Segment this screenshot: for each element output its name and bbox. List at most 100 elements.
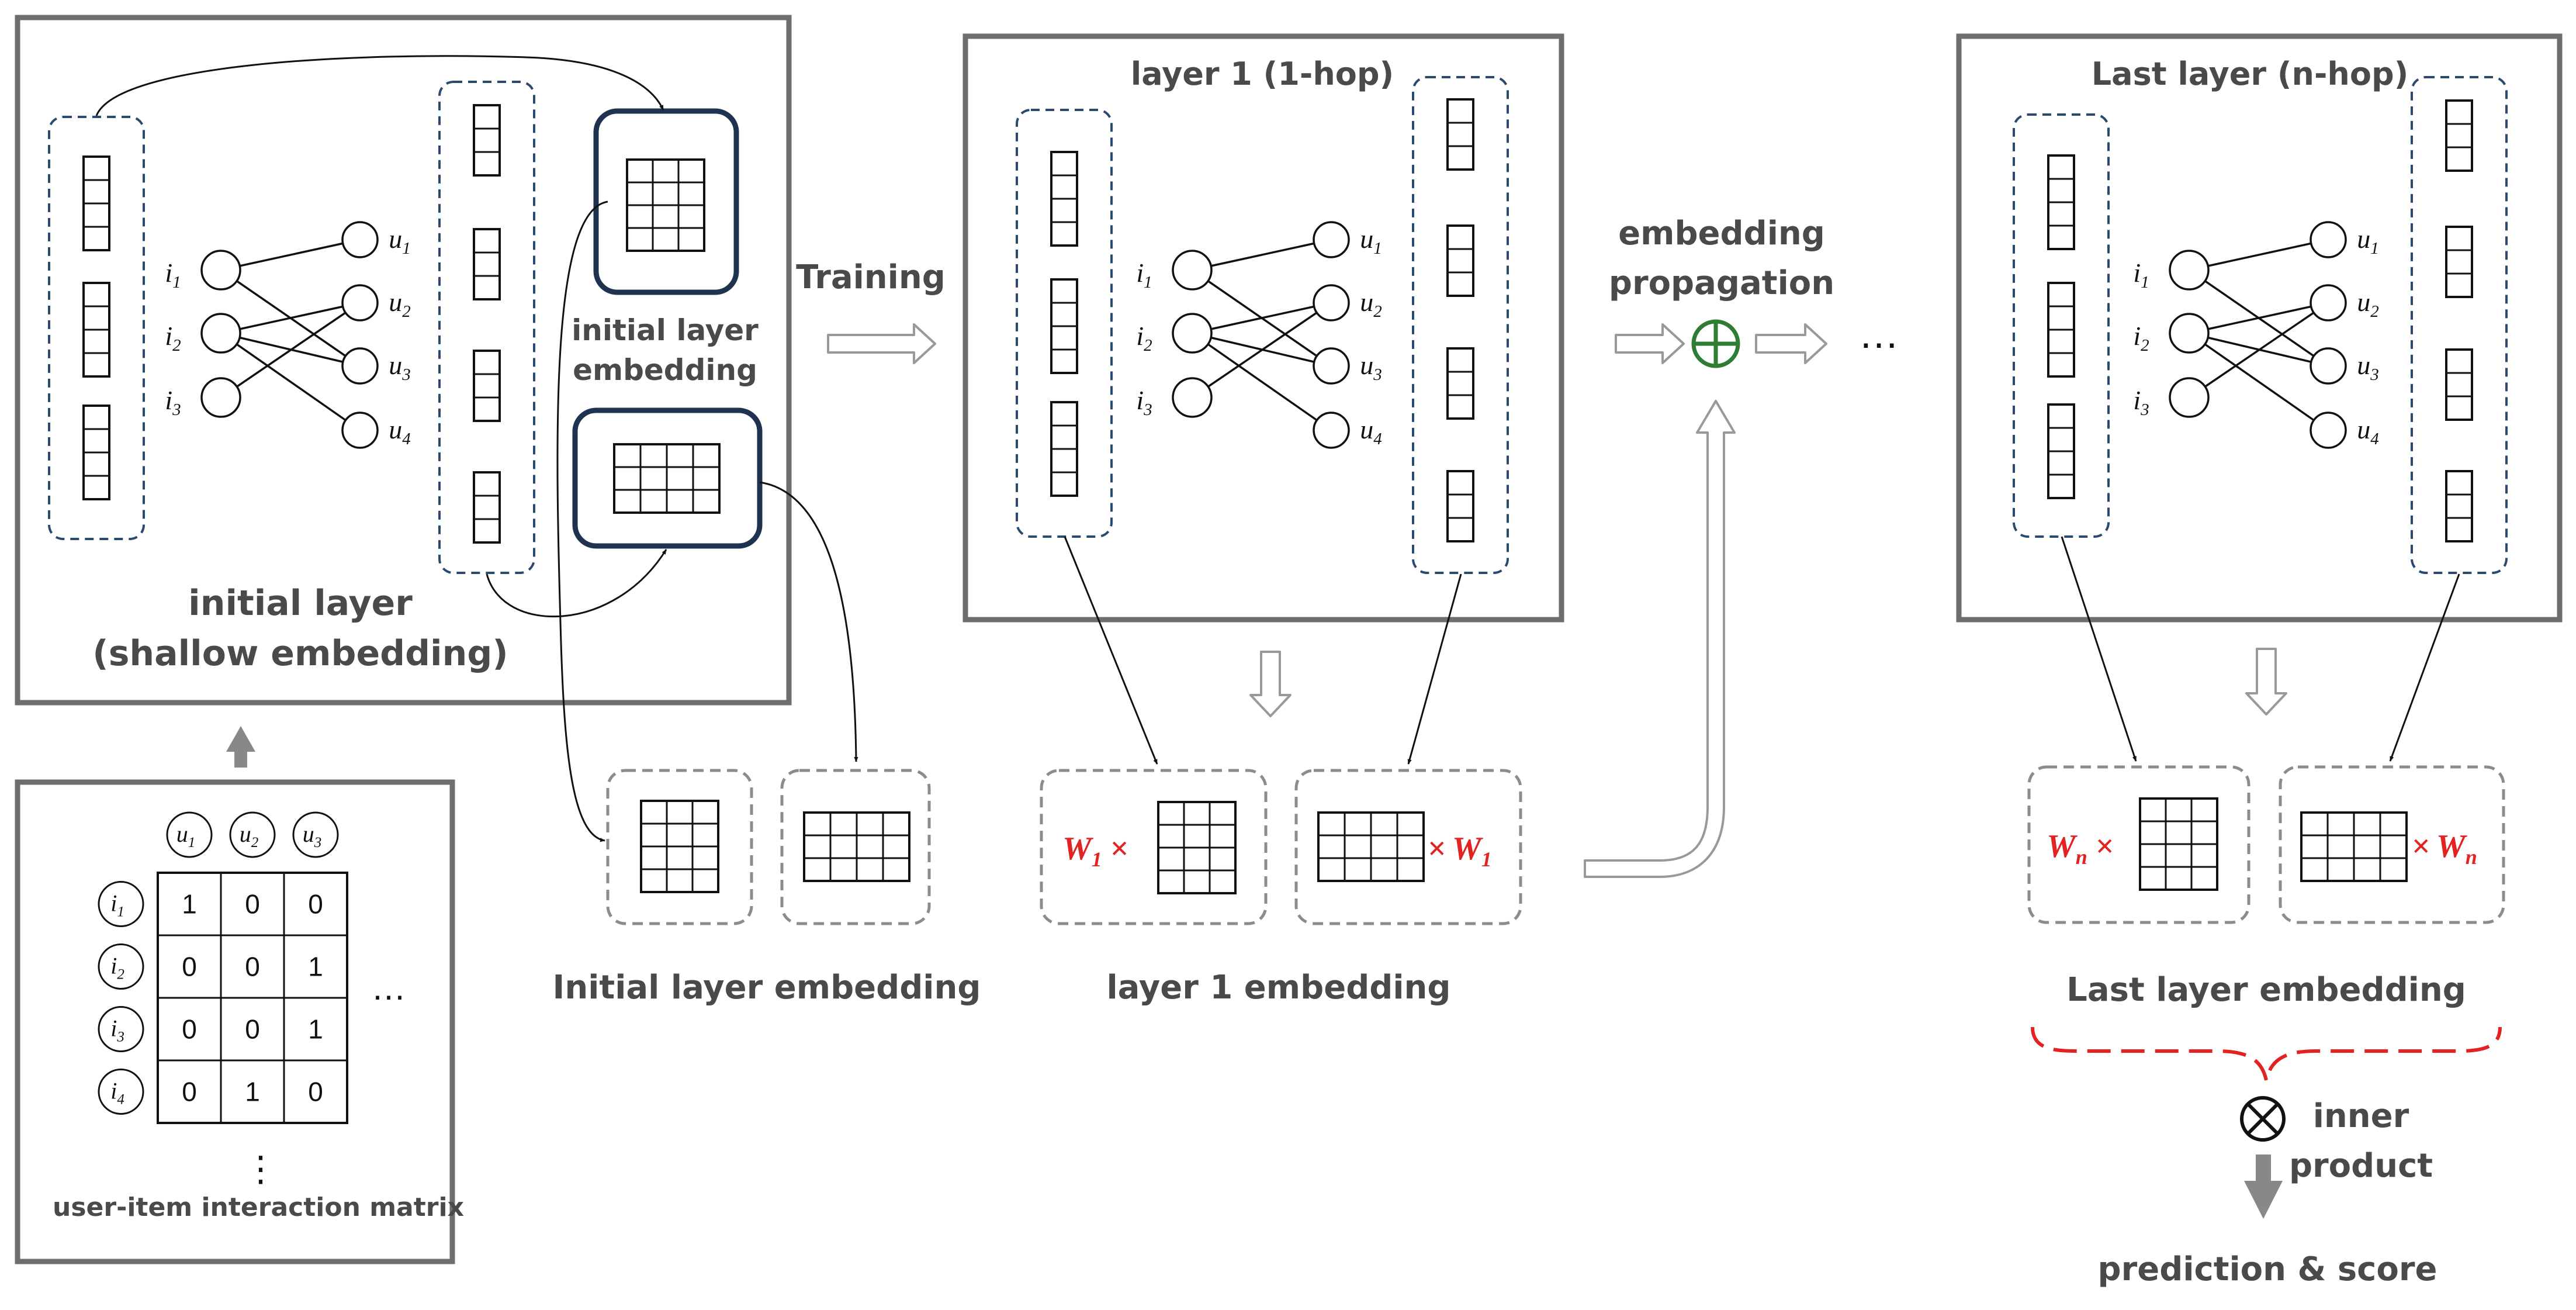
- last-item-node: [2169, 313, 2210, 354]
- layer1-embedding-user-box: [1294, 769, 1522, 925]
- inner-product-circle: [2240, 1096, 2286, 1142]
- last-layer-panel: [1956, 33, 2563, 623]
- layer1-item-node: [1172, 250, 1213, 291]
- last-user-vector: [2445, 99, 2473, 172]
- initial-layer-embedding-label-line2: embedding: [573, 353, 757, 387]
- matrix-cell: 0: [308, 1077, 323, 1107]
- last-user-label: u3: [2357, 350, 2379, 384]
- last-user-label: u1: [2357, 224, 2379, 258]
- layer1-user-label: u3: [1360, 350, 1382, 384]
- gray-up-arrow-shaft: [234, 750, 247, 768]
- last-item-node: [2169, 250, 2210, 291]
- layer1-left-weight: W1×: [1062, 831, 1129, 871]
- circled-times-icon: [2246, 1102, 2279, 1135]
- inner-product-label-line1: inner: [2313, 1097, 2409, 1135]
- init-user-vector: [473, 471, 501, 544]
- arrow-last-users-to-embedding: [2389, 573, 2460, 762]
- arrow-items-to-embedding-box: [95, 55, 664, 116]
- matrix-cell: 0: [182, 1077, 197, 1107]
- arrow-layer1-users-to-embedding: [1407, 573, 1462, 765]
- init-item-label: i1: [165, 258, 181, 292]
- last-edge: [2189, 302, 2329, 399]
- initial-layer-panel: [15, 15, 792, 706]
- propagation-sum-circle: [1691, 319, 1740, 368]
- matrix-row-header-circle: [98, 881, 144, 927]
- layer1-embedding-item-box: [1040, 769, 1268, 925]
- matrix-cell: 1: [308, 1014, 323, 1045]
- matrix-column-header-circle: [229, 811, 276, 858]
- layer1-user-label: u4: [1360, 414, 1382, 448]
- init-user-node: [341, 412, 379, 449]
- last-embedding-user-box: [2279, 765, 2505, 924]
- layer1-right-weight: ×W1: [1428, 831, 1492, 871]
- init-user-label: u1: [389, 224, 411, 258]
- init-item-node: [200, 377, 241, 418]
- matrix-row-header: i1: [110, 890, 124, 920]
- init-edge: [220, 332, 361, 431]
- last-layer-user-group: [2411, 76, 2508, 574]
- matrix-column-header-circle: [292, 811, 339, 858]
- arrow-last-items-to-embedding: [2061, 536, 2137, 762]
- init-edge: [220, 302, 361, 399]
- matrix-row-header-circle: [98, 943, 144, 990]
- init-item-node: [200, 313, 241, 354]
- last-item-node: [2169, 377, 2210, 418]
- last-edge: [2189, 302, 2329, 334]
- layer1-user-node: [1313, 284, 1350, 322]
- matrix-cell: 0: [182, 1014, 197, 1045]
- last-layer-embedding-label: Last layer embedding: [2066, 971, 2466, 1009]
- item-embedding-matrix-box: [593, 108, 739, 295]
- last-item-label: i3: [2133, 385, 2149, 419]
- layer1-item-group: [1016, 109, 1113, 538]
- propagation-out-hollow-arrow-icon: [1755, 323, 1827, 364]
- last-layer-right-weight: ×Wn: [2412, 828, 2477, 869]
- last-layer-title: Last layer (n-hop): [2092, 56, 2409, 92]
- matrix-cell: 0: [308, 889, 323, 920]
- matrix-row-header-circle: [98, 1069, 144, 1115]
- init-user-node: [341, 284, 379, 322]
- last-user-vector: [2445, 470, 2473, 542]
- init-item-node: [200, 250, 241, 291]
- matrix-cell: 0: [245, 889, 260, 920]
- layer1-user-label: u1: [1360, 224, 1382, 258]
- layer-ellipsis: …: [1858, 311, 1899, 357]
- layer1-edge: [1191, 332, 1332, 431]
- init-item-label: i3: [165, 385, 181, 419]
- prediction-score-label: prediction & score: [2098, 1250, 2437, 1288]
- initial-layer-embedding-label-line1: initial layer: [572, 313, 759, 347]
- initial-embedding-label: Initial layer embedding: [553, 969, 981, 1007]
- last-layer-item-group: [2013, 113, 2110, 538]
- layer1-user-node: [1313, 221, 1350, 258]
- last-user-label: u4: [2357, 414, 2379, 448]
- last-user-vector: [2445, 348, 2473, 421]
- last-edge: [2189, 239, 2329, 271]
- layer1-hollow-down-arrow-icon: [1249, 651, 1292, 717]
- matrix-column-header: u1: [176, 821, 196, 851]
- last-item-label: i1: [2133, 258, 2149, 292]
- matrix-cell: 0: [245, 1014, 260, 1045]
- matrix-cell: 1: [245, 1077, 260, 1107]
- init-edge: [220, 302, 361, 334]
- initial-embedding-item-box: [606, 769, 753, 925]
- user-embedding-group: [438, 81, 535, 574]
- arrow-embedding-box-to-initial-embedding-left: [556, 201, 608, 842]
- circled-plus-icon: [1695, 323, 1737, 365]
- init-edge: [220, 239, 361, 271]
- inner-product-label-line2: product: [2289, 1147, 2433, 1185]
- gray-down-arrow-shaft: [2256, 1155, 2271, 1183]
- init-user-vector: [473, 350, 501, 422]
- layer1-edge: [1192, 239, 1332, 271]
- layer1-user-group: [1412, 76, 1509, 574]
- init-user-label: u4: [389, 414, 411, 448]
- layer1-user-label: u2: [1360, 287, 1382, 321]
- layer1-user-node: [1313, 412, 1350, 449]
- arrow-layer1-items-to-embedding: [1064, 536, 1158, 765]
- layer1-edge: [1192, 302, 1332, 399]
- matrix-cell: 1: [308, 952, 323, 982]
- initial-embedding-user-box: [780, 769, 931, 925]
- matrix-horizontal-ellipsis: …: [371, 968, 406, 1007]
- last-user-node: [2310, 347, 2347, 385]
- training-hollow-arrow-icon: [827, 323, 936, 364]
- gray-up-arrow-icon: [226, 726, 255, 752]
